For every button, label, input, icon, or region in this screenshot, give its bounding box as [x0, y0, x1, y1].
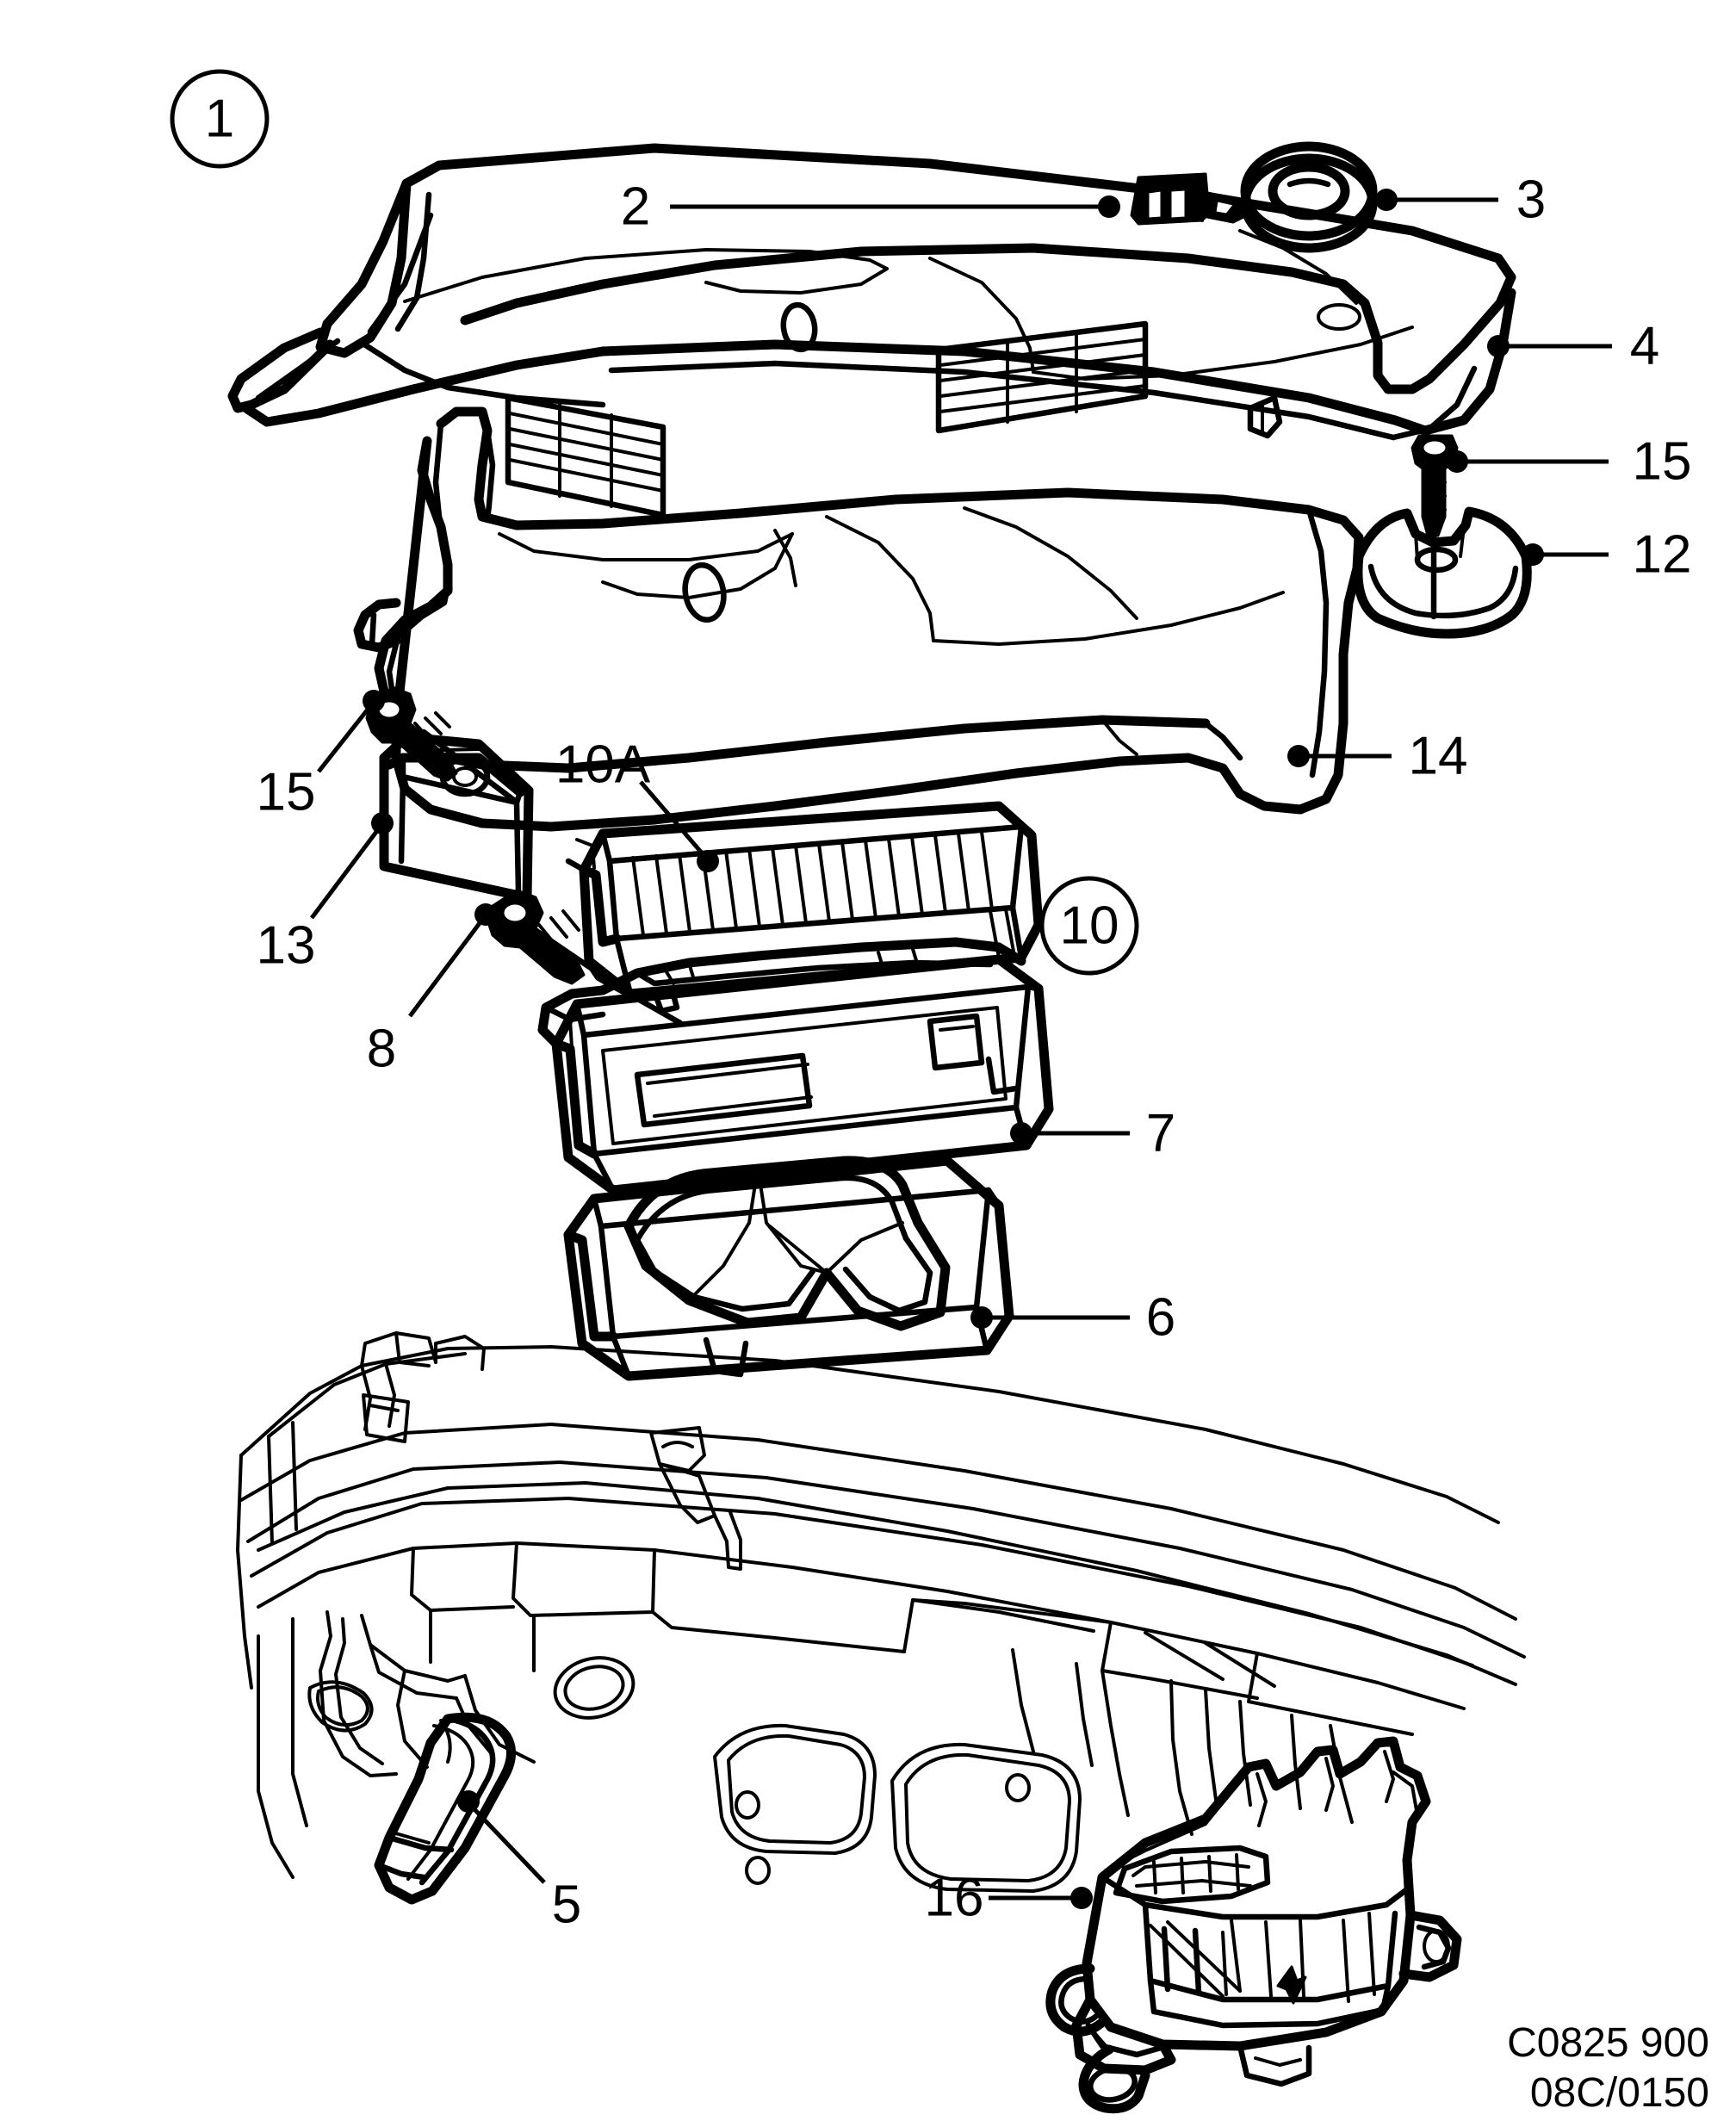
callout-label-4: 4: [1630, 317, 1659, 376]
part-heater-blower-unit: [1045, 1736, 1462, 2114]
leader-dot-15-left: [363, 690, 385, 712]
leader-dot-8: [474, 903, 497, 926]
callout-label-12: 12: [1633, 525, 1692, 585]
callout-leaders: [310, 189, 1612, 1909]
filter-pleats: [631, 830, 994, 937]
leader-dot-5: [457, 1790, 480, 1813]
leader-dot-3: [1375, 189, 1398, 211]
footer-line-2: 08C/0150: [1530, 2070, 1709, 2116]
callout-label-16: 16: [925, 1869, 984, 1928]
callout-label-6: 6: [1146, 1288, 1175, 1348]
callout-label-13: 13: [257, 916, 316, 976]
callout-label-10a: 10A: [555, 735, 651, 795]
callout-label-1: 1: [205, 90, 234, 149]
callout-label-10: 10: [1060, 896, 1119, 956]
leader-dot-13: [371, 812, 394, 834]
callout-label-3: 3: [1516, 171, 1546, 230]
cowl-grille-louvres-left: [505, 394, 666, 518]
part-air-inlet-hose: [374, 1712, 516, 1905]
callout-label-8: 8: [367, 1020, 396, 1079]
footer-line-1: C0825 900: [1507, 2020, 1709, 2066]
leader-5: [470, 1805, 546, 1884]
part-long-screw: [486, 889, 684, 1026]
part-rubber-grommet: [1240, 141, 1378, 253]
leader-dot-7: [1010, 1122, 1032, 1144]
callout-ring-1: [170, 69, 270, 169]
leader-dot-12: [1522, 543, 1544, 566]
callout-label-15-left: 15: [257, 763, 316, 822]
callout-label-5: 5: [552, 1876, 581, 1935]
footer-reference: C0825 900 08C/0150: [1507, 2020, 1709, 2116]
part-filter-housing-lower: [537, 937, 1054, 1195]
leader-15-left: [317, 704, 372, 773]
part-water-deflector-panel: [353, 406, 1364, 832]
part-retaining-clip: [1130, 172, 1252, 226]
callout-label-2: 2: [621, 177, 650, 237]
leader-10a: [639, 780, 706, 858]
leader-dot-6: [970, 1306, 993, 1329]
callout-ring-10: [1039, 876, 1139, 976]
callout-label-15-right: 15: [1633, 432, 1692, 492]
part-pollen-filter-element: [565, 801, 1044, 999]
callout-label-14: 14: [1409, 727, 1468, 786]
part-air-intake-duct-cover: [563, 1156, 1014, 1381]
part-bulkhead-structure: [236, 1331, 1526, 1893]
leader-dot-15-right: [1446, 450, 1468, 473]
leader-dot-14: [1287, 745, 1310, 767]
leader-dot-4: [1487, 335, 1510, 357]
part-rubber-mount-buffer: [1353, 506, 1532, 639]
leader-13: [310, 827, 381, 920]
callout-label-7: 7: [1146, 1104, 1175, 1163]
leader-8: [408, 918, 484, 1018]
callout-labels: 1 2 3 4 15 12 14 15 13 10A 10 8 7 6 5 16: [170, 69, 1692, 1935]
leader-dot-2: [1098, 195, 1120, 218]
leader-dot-16: [1070, 1887, 1093, 1909]
leader-dot-10a: [697, 850, 719, 872]
